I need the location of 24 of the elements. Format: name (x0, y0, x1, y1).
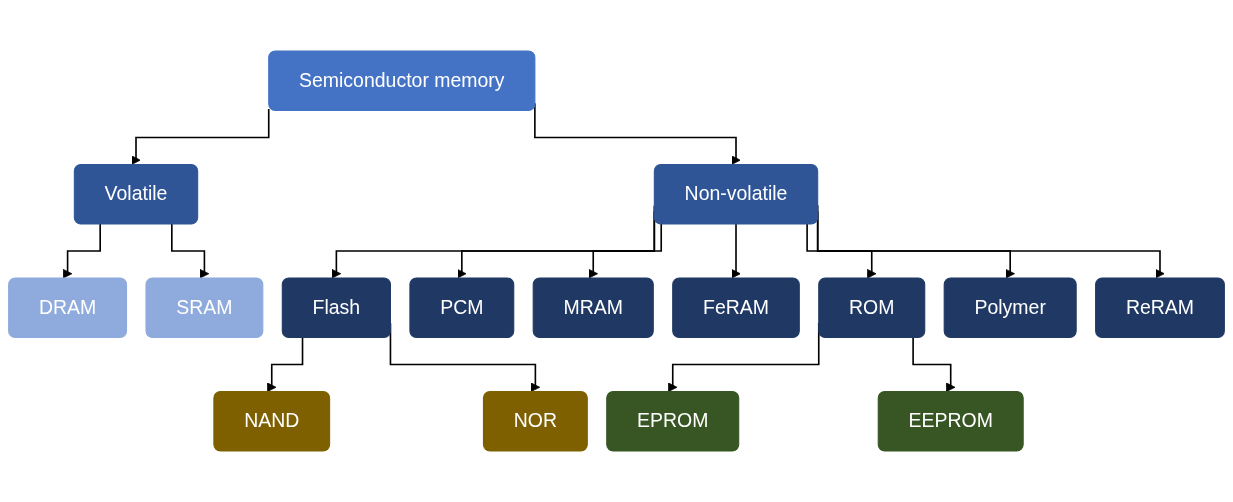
arrow (806, 223, 877, 279)
arrow (62, 223, 101, 279)
node-box: MRAM (532, 277, 654, 339)
node-box: Non-volatile (653, 163, 819, 225)
node-box: Volatile (73, 163, 199, 225)
arrow (588, 223, 663, 279)
node-box: EPROM (606, 391, 740, 452)
node-box: NOR (482, 391, 588, 452)
node-box: Flash (281, 277, 391, 339)
node-box: NAND (213, 391, 331, 452)
node-box: ROM (818, 277, 926, 339)
arrow (731, 223, 741, 279)
node-box: DRAM (8, 277, 128, 339)
node-box: EEPROM (877, 391, 1024, 452)
node-box: Semiconductor memory (268, 50, 536, 111)
arrow (912, 336, 956, 393)
arrow (171, 223, 210, 279)
arrow (131, 108, 270, 165)
node-box: Polymer (943, 277, 1077, 339)
arrow (267, 336, 304, 393)
node-box: FeRAM (672, 277, 800, 339)
node-box: ReRAM (1095, 277, 1225, 339)
node-box: PCM (409, 277, 515, 339)
node-box: SRAM (145, 277, 264, 339)
